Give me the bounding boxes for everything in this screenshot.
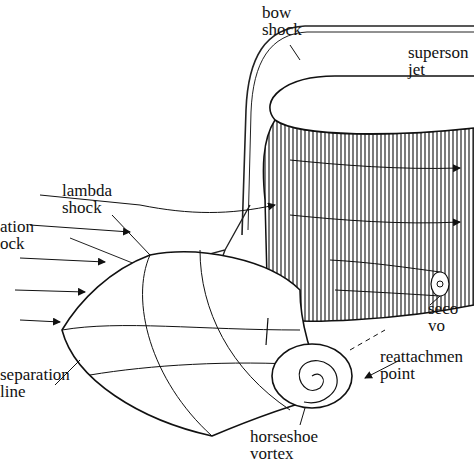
surface-streamline: [143, 255, 212, 436]
jet-edge: [266, 318, 268, 345]
vortex-spiral: [299, 361, 337, 403]
flow-streamline: [15, 290, 85, 292]
callout-label: reattachmen point: [380, 348, 472, 382]
flow-streamline: [20, 320, 60, 322]
leader-line: [112, 215, 150, 255]
callout-label: ation ock: [0, 218, 42, 252]
jet-top-face: [270, 76, 474, 134]
callout-label: bow shock: [262, 4, 312, 38]
callout-label: horseshoe vortex: [250, 428, 336, 462]
callout-label: lambda shock: [62, 182, 122, 216]
leader-line: [290, 45, 300, 60]
callout-label: separation line: [0, 366, 86, 400]
flow-streamline: [290, 160, 460, 168]
secondary-vortex: [431, 272, 449, 296]
flow-streamline: [30, 225, 130, 232]
surface-streamline: [62, 326, 300, 330]
callout-label: superson jet: [408, 44, 468, 78]
horseshoe-vortex-surface: [62, 252, 330, 436]
horseshoe-vortex-core: [272, 344, 352, 408]
flow-streamline: [20, 258, 105, 262]
secondary-vortex-tube: [330, 260, 440, 272]
callout-label: seco vo: [428, 300, 472, 334]
reattachment-line: [350, 330, 385, 350]
flow-streamline: [290, 215, 460, 223]
leader-line: [300, 408, 305, 425]
secondary-vortex: [437, 281, 443, 287]
secondary-vortex-tube: [335, 290, 440, 296]
